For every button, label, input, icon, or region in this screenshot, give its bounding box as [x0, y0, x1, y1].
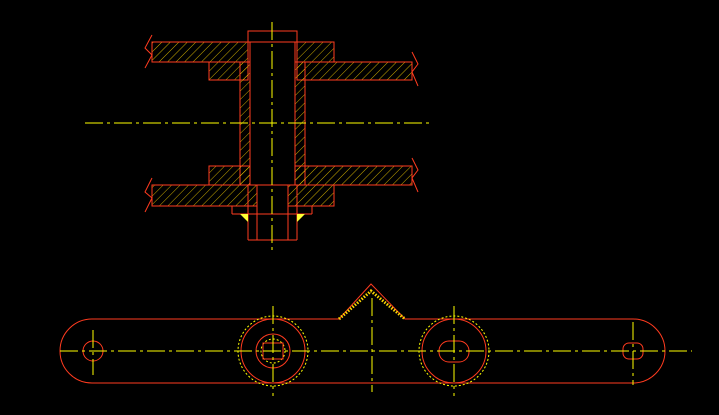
upper-inner-plate	[208, 51, 419, 87]
lower-outer-plate	[144, 177, 335, 213]
link-outline	[59, 283, 666, 384]
plan-view	[59, 283, 692, 396]
section-view	[85, 22, 432, 250]
plan-centerlines	[60, 298, 692, 396]
weld-marks	[240, 214, 305, 222]
attachment-bracket	[338, 289, 406, 321]
section-centerlines	[85, 22, 432, 250]
